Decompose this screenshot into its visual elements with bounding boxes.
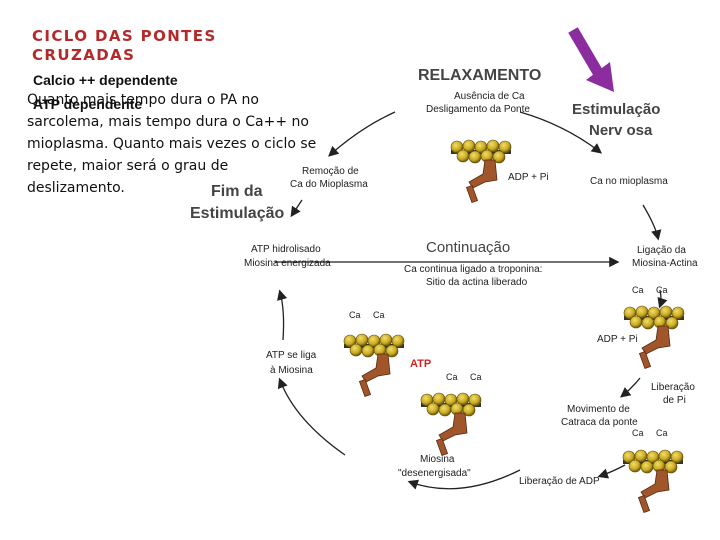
ca-label: Ca [656, 428, 668, 438]
label-miosina: Miosina [420, 454, 455, 465]
label-desligamento: Desligamento da Ponte [426, 104, 530, 115]
label-ausencia: Ausência de Ca [454, 91, 525, 102]
arrow-fim [290, 199, 303, 218]
arrow-ligacao-down [657, 289, 668, 309]
actin-myosin-unit-icon [622, 449, 684, 513]
label-miosina-energizada: Miosina energizada [244, 258, 331, 269]
label-atp: ATP [410, 358, 431, 370]
actin-myosin-unit-icon [450, 139, 512, 203]
label-movimento: Movimento de [567, 404, 630, 415]
label-adp-pi-top: ADP + Pi [508, 172, 549, 183]
label-estimulacao: Estimulação [572, 101, 660, 118]
label-relaxamento: RELAXAMENTO [418, 67, 541, 84]
arrow-liberacao-pi [619, 377, 641, 398]
arrow-lower-arc [407, 469, 521, 490]
actin-myosin-unit-icon [420, 392, 482, 456]
ca-label: Ca [656, 285, 668, 295]
label-de-pi: de Pi [663, 395, 686, 406]
explanation-paragraph: Quanto mais tempo dura o PA no sarcolema… [27, 92, 317, 196]
ca-label: Ca [373, 310, 385, 320]
label-cont-line2: Sitio da actina liberado [426, 277, 528, 288]
label-miosina-actina: Miosina-Actina [632, 258, 698, 269]
label-atp-hidrolisado: ATP hidrolisado [251, 244, 321, 255]
ca-label: Ca [632, 285, 644, 295]
label-remocao-ca: Ca do Mioplasma [290, 179, 368, 190]
label-ca-mioplasma: Ca no mioplasma [590, 176, 668, 187]
label-a-miosina: à Miosina [270, 365, 313, 376]
subtitle-calcio: Calcio ++ dependente [33, 72, 178, 88]
label-fim-estimulacao: Estimulação [190, 205, 284, 222]
purple-arrow-icon [568, 27, 605, 79]
label-cont-line1: Ca continua ligado a troponina: [404, 264, 542, 275]
ca-label: Ca [632, 428, 644, 438]
label-remocao: Remoção de [302, 166, 359, 177]
label-desenergisada: "desenergisada" [398, 468, 471, 479]
label-liberacao-adp: Liberação de ADP [519, 476, 600, 487]
arrow-movimento-down [597, 464, 626, 479]
ca-label: Ca [349, 310, 361, 320]
subtitle-atp: ATP dependente [33, 96, 143, 112]
label-atp-liga: ATP se liga [266, 350, 317, 361]
label-fim: Fim da [211, 183, 263, 200]
ca-label: Ca [470, 372, 482, 382]
label-adp-pi-right: ADP + Pi [597, 334, 638, 345]
label-ligacao: Ligação da [637, 245, 686, 256]
label-nervosa: Nerv osa [589, 122, 653, 139]
arrow-relax-to-remocao [328, 111, 396, 157]
arrow-estim-to-ligacao [642, 204, 662, 241]
arrow-left-up [277, 377, 346, 456]
label-continuacao: Continuação [426, 239, 510, 256]
slide-title: CICLO DAS PONTES CRUZADAS [32, 27, 217, 64]
ca-label: Ca [446, 372, 458, 382]
actin-myosin-unit-icon [343, 333, 405, 397]
label-catraca: Catraca da ponte [561, 417, 638, 428]
label-liberacao-pi: Liberação [651, 382, 695, 393]
arrow-atp-up [277, 289, 288, 341]
arrow-relax-to-estim [519, 111, 603, 154]
